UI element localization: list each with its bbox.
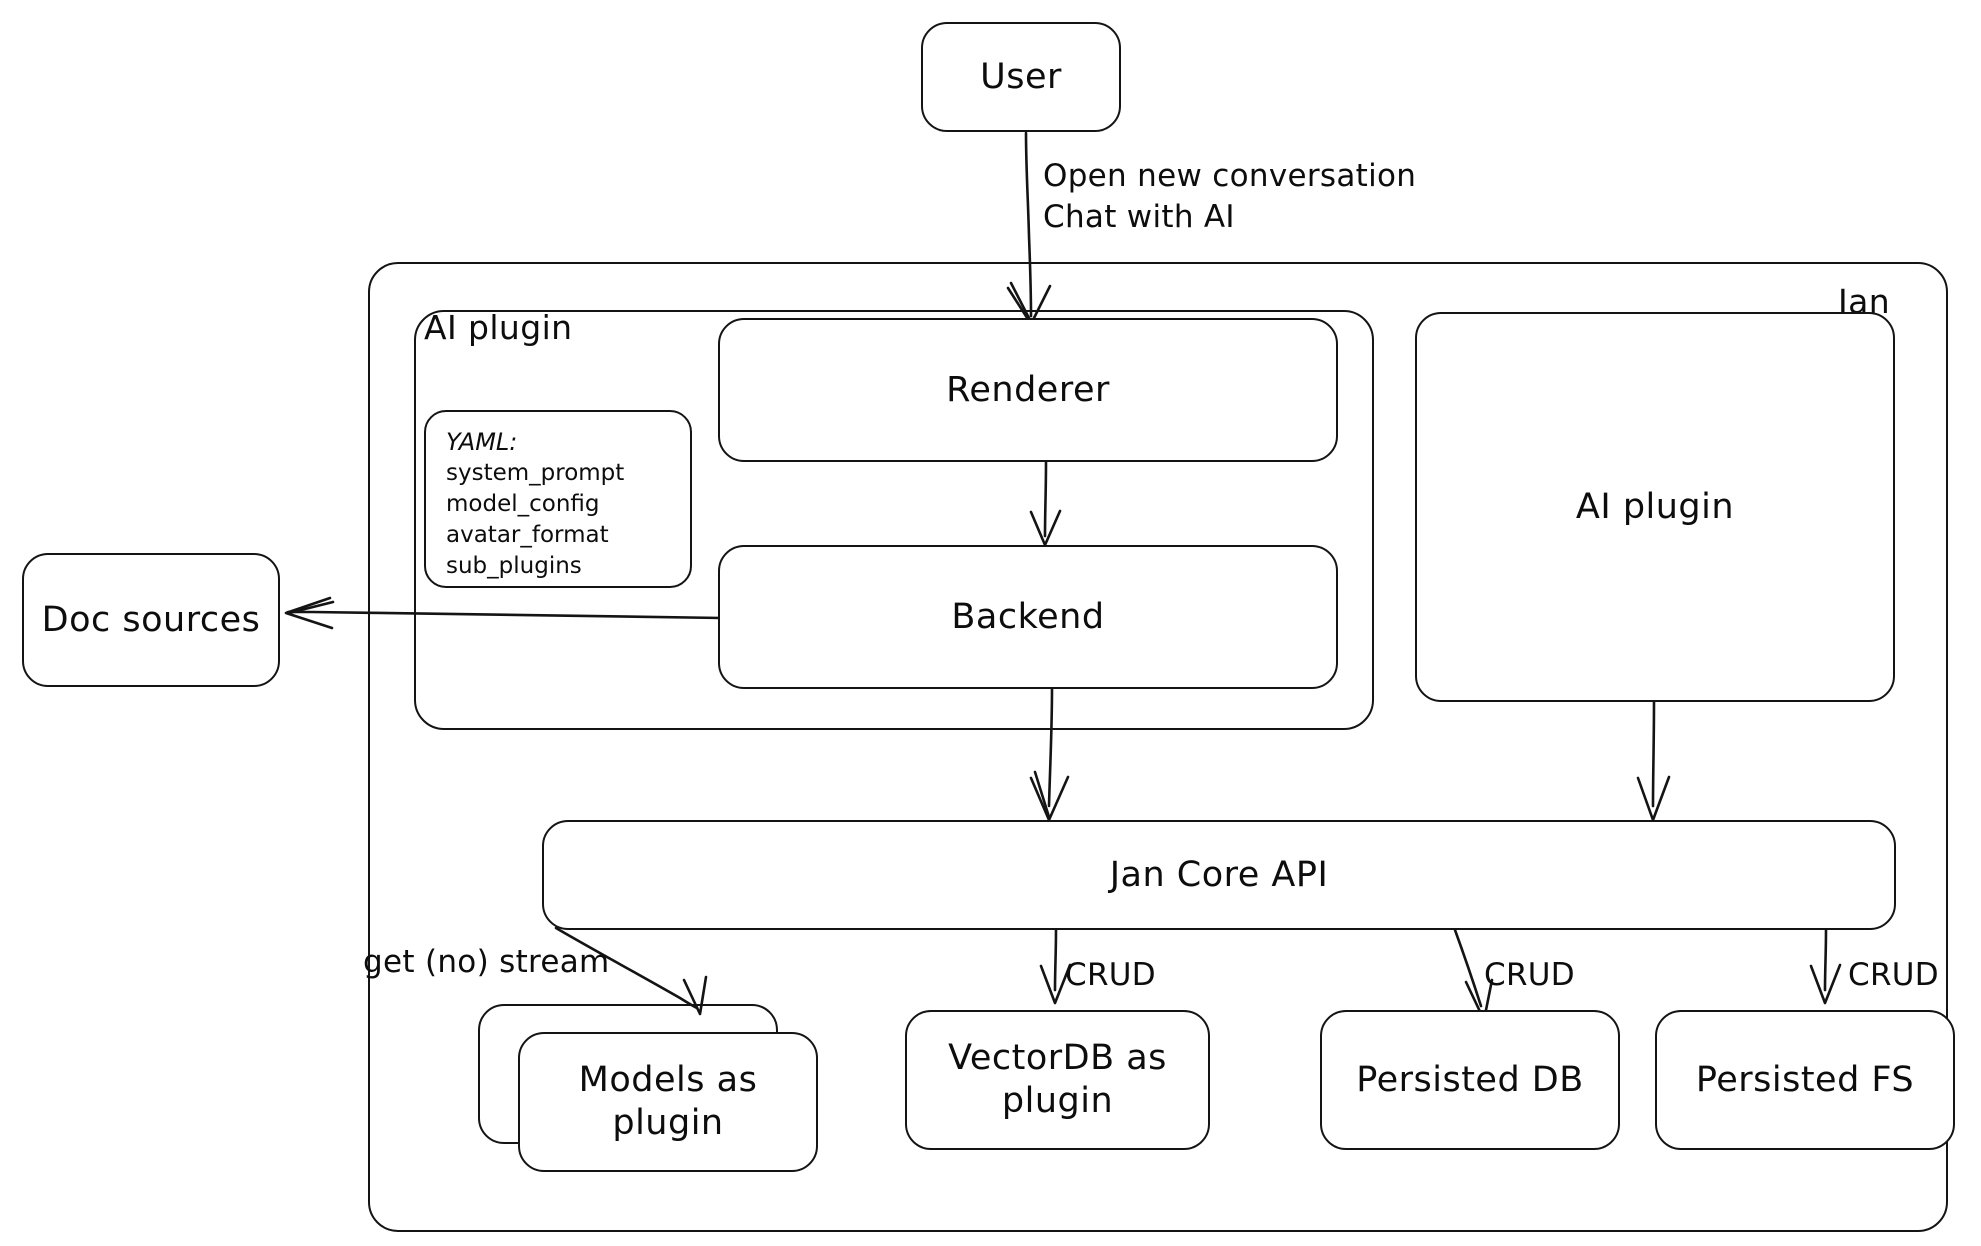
yaml-key-system-prompt: system_prompt bbox=[446, 460, 625, 487]
arrowhead-docsources bbox=[284, 596, 334, 630]
edge-label-user-to-renderer: Open new conversation Chat with AI bbox=[1043, 158, 1417, 235]
node-backend-label: Backend bbox=[951, 596, 1105, 637]
node-backend[interactable]: Backend bbox=[718, 545, 1338, 689]
node-doc-sources-label: Doc sources bbox=[41, 599, 261, 640]
yaml-key-model-config: model_config bbox=[446, 490, 600, 517]
node-persisted-fs-label: Persisted FS bbox=[1695, 1059, 1915, 1100]
node-persisted-db[interactable]: Persisted DB bbox=[1320, 1010, 1620, 1150]
node-user[interactable]: User bbox=[921, 22, 1121, 132]
yaml-key-sub-plugins: sub_plugins bbox=[446, 552, 582, 579]
node-ai-plugin[interactable]: AI plugin bbox=[1415, 312, 1895, 702]
node-vectordb-plugin-label: VectorDB as plugin bbox=[948, 1038, 1167, 1121]
node-renderer[interactable]: Renderer bbox=[718, 318, 1338, 462]
container-ai-plugin-group bbox=[414, 310, 1374, 730]
node-ai-plugin-label: AI plugin bbox=[1575, 486, 1735, 527]
node-user-label: User bbox=[980, 56, 1062, 97]
node-jan-core-api-label: Jan Core API bbox=[1109, 854, 1329, 895]
node-models-plugin-label: Models as plugin bbox=[578, 1060, 758, 1143]
yaml-title: YAML: bbox=[446, 428, 518, 456]
node-vectordb-plugin[interactable]: VectorDB as plugin bbox=[905, 1010, 1210, 1150]
node-models-plugin[interactable]: Models as plugin bbox=[518, 1032, 818, 1172]
node-persisted-fs[interactable]: Persisted FS bbox=[1655, 1010, 1955, 1150]
edge-label-core-to-db: CRUD bbox=[1484, 957, 1575, 993]
edge-label-core-to-models: get (no) stream bbox=[363, 944, 610, 980]
edge-label-core-to-fs: CRUD bbox=[1848, 957, 1939, 993]
node-renderer-label: Renderer bbox=[946, 369, 1110, 410]
yaml-key-avatar-format: avatar_format bbox=[446, 521, 609, 548]
node-doc-sources[interactable]: Doc sources bbox=[22, 553, 280, 687]
container-jan bbox=[368, 262, 1948, 1232]
yaml-config-box: YAML: system_prompt model_config avatar_… bbox=[424, 410, 692, 588]
node-jan-core-api[interactable]: Jan Core API bbox=[542, 820, 1896, 930]
container-ai-plugin-group-label: AI plugin bbox=[424, 308, 573, 347]
node-persisted-db-label: Persisted DB bbox=[1356, 1059, 1584, 1100]
edge-label-core-to-vectordb: CRUD bbox=[1065, 957, 1156, 993]
